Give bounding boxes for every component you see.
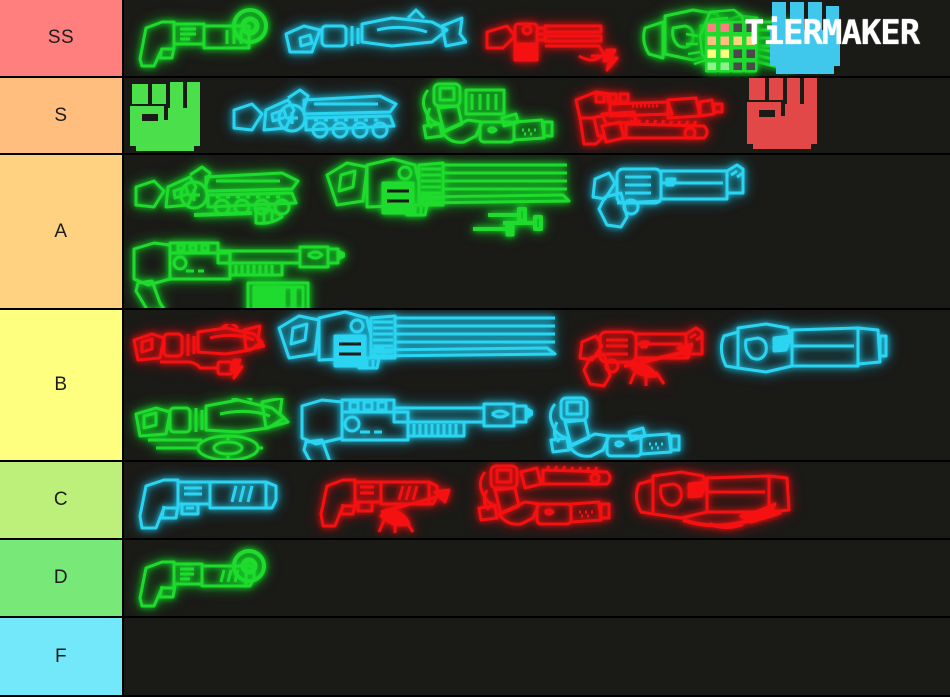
item-neon-smg-red[interactable]: [481, 4, 621, 74]
item-neon-sniper-rifle-green[interactable]: [132, 161, 307, 231]
tiermaker-logo[interactable]: TiERMAKER: [680, 0, 950, 78]
item-neon-sniper-rifle-cyan[interactable]: [230, 84, 400, 150]
item-pixel-fist-green[interactable]: [128, 80, 208, 152]
item-neon-raygun-cyan[interactable]: [132, 466, 287, 536]
tier-label-text: B: [54, 374, 68, 395]
tier-label-a[interactable]: A: [0, 155, 124, 308]
item-neon-revolver-red[interactable]: [574, 326, 704, 388]
tier-label-text: D: [53, 567, 69, 588]
tier-label-text: C: [53, 489, 69, 510]
tier-row-a: A: [0, 155, 950, 310]
tiermaker-wordmark: TiERMAKER: [744, 13, 920, 53]
item-neon-pump-shotgun-green[interactable]: [130, 237, 345, 308]
item-neon-chainsaw-shotgun-red[interactable]: [572, 80, 727, 150]
item-neon-minigun-green[interactable]: [323, 157, 573, 237]
tier-row-f: F: [0, 618, 950, 697]
tier-label-d[interactable]: D: [0, 540, 124, 616]
item-neon-plasma-pistol-green[interactable]: [132, 398, 292, 460]
item-neon-rifle-scoped-cyan[interactable]: [282, 4, 467, 74]
tier-label-text: A: [54, 220, 68, 242]
tier-label-c[interactable]: C: [0, 462, 124, 538]
item-neon-laser-rifle-cyan[interactable]: [718, 322, 888, 384]
item-neon-arm-cannon-green[interactable]: [418, 80, 558, 150]
item-neon-assault-shotgun-cyan[interactable]: [298, 394, 533, 460]
tier-label-text: S: [54, 104, 68, 126]
tier-row-c: C: [0, 462, 950, 540]
item-pixel-fist-red[interactable]: [745, 78, 825, 152]
item-neon-flamethrower-red[interactable]: [633, 470, 793, 532]
tier-label-b[interactable]: B: [0, 310, 124, 460]
tier-label-text: SS: [47, 27, 75, 48]
tier-row-b: B: [0, 310, 950, 462]
tier-grid-icon: [685, 8, 758, 73]
tier-label-text: F: [54, 645, 68, 667]
tier-label-f[interactable]: F: [0, 618, 124, 695]
tier-items-c[interactable]: [124, 462, 950, 538]
tier-label-s[interactable]: S: [0, 78, 124, 153]
item-neon-plasma-pistol-red[interactable]: [130, 324, 265, 386]
item-neon-arm-cannon-cyan[interactable]: [545, 394, 685, 460]
tier-items-d[interactable]: [124, 540, 950, 616]
tier-row-s: S: [0, 78, 950, 155]
item-neon-revolver-cyan[interactable]: [587, 159, 747, 231]
tier-items-a[interactable]: [124, 155, 950, 308]
item-neon-chainsaw-arm-red[interactable]: [475, 464, 615, 536]
item-neon-pistol-with-target-green[interactable]: [132, 546, 272, 614]
tier-items-f[interactable]: [124, 618, 950, 695]
tier-items-s[interactable]: [124, 78, 950, 153]
item-neon-raygun-red[interactable]: [315, 468, 455, 534]
tier-items-b[interactable]: [124, 310, 950, 460]
tier-row-d: D: [0, 540, 950, 618]
pixel-hand-icon: [770, 2, 840, 74]
item-neon-gatling-cannon-cyan[interactable]: [275, 310, 560, 390]
item-neon-pistol-with-target-green[interactable]: [132, 4, 272, 74]
tier-label-ss[interactable]: SS: [0, 0, 124, 76]
